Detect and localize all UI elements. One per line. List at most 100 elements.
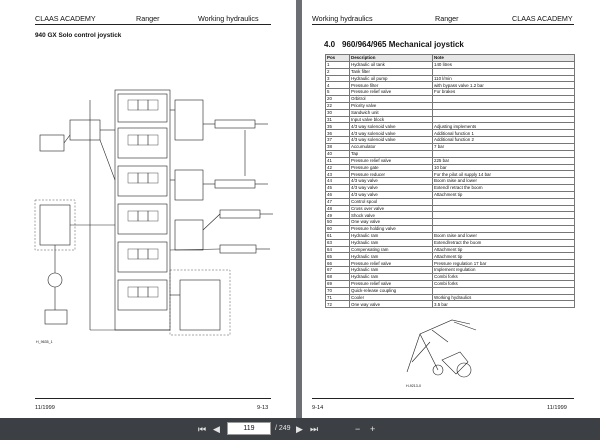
table-cell-pos: 63 <box>325 238 350 247</box>
table-cell-note: Boom raise and lower <box>432 231 575 240</box>
table-cell-description: One way valve <box>349 218 433 227</box>
table-cell-description: Pressure relief valve <box>349 279 433 288</box>
zoom-out-icon[interactable]: − <box>355 424 361 434</box>
table-cell-pos: 20 <box>325 95 350 103</box>
table-cell-pos: 38 <box>325 142 350 151</box>
header-rule <box>35 24 271 25</box>
table-cell-pos: 1 <box>325 60 350 69</box>
table-cell-pos: 44 <box>325 177 350 186</box>
table-cell-description: Pressure relief valve <box>349 259 433 268</box>
section-number: 4.0 <box>324 40 336 49</box>
section-title: 940 GX Solo control joystick <box>35 32 122 39</box>
table-cell-note: 225 bar <box>432 156 575 165</box>
header-brand: CLAAS ACADEMY <box>512 14 573 23</box>
table-cell-note: Working hydraulics <box>432 293 575 302</box>
table-cell-description: Cooler <box>349 293 433 302</box>
table-cell-pos: 70 <box>325 286 350 295</box>
table-cell-note <box>432 211 575 220</box>
table-cell-pos: 72 <box>325 300 350 309</box>
table-cell-pos: 5 <box>325 88 350 97</box>
table-cell-pos: 40 <box>325 149 350 158</box>
table-cell-note: with bypass valve 1.2 bar <box>432 81 575 90</box>
table-cell-note: For brakes <box>432 88 575 97</box>
table-header-row: Pos Description Note <box>325 54 575 62</box>
pdf-toolbar: ⏮ ◀ 119 / 249 ▶ ⏭ − + <box>0 418 600 440</box>
table-cell-note: Attachment tip <box>432 252 575 261</box>
table-cell-pos: 71 <box>325 293 350 302</box>
table-cell-pos: 65 <box>325 252 350 261</box>
table-cell-note: Additional function 2 <box>432 136 575 144</box>
next-page-button[interactable]: ▶ <box>296 424 303 434</box>
table-cell-description: Hydraulic ram <box>349 273 433 281</box>
table-header-description: Description <box>349 54 433 62</box>
table-cell-note: Combi forks <box>432 279 575 288</box>
table-cell-description: Hydraulic ram <box>349 266 433 274</box>
table-cell-pos: 31 <box>325 115 350 124</box>
table-cell-pos: 66 <box>325 259 350 268</box>
header-rule <box>312 24 574 25</box>
table-cell-pos: 36 <box>325 129 350 138</box>
table-cell-pos: 41 <box>325 156 350 165</box>
table-cell-description: Quick-release coupling <box>349 286 433 295</box>
table-header-note: Note <box>432 54 575 62</box>
table-header-pos: Pos <box>325 54 350 62</box>
zoom-in-icon[interactable]: + <box>370 424 376 434</box>
header-topic: Working hydraulics <box>198 14 259 23</box>
table-cell-note: For the pilot oil supply 14 bar <box>432 170 575 179</box>
table-cell-note <box>432 149 575 158</box>
header-model: Ranger <box>136 14 160 23</box>
table-cell-pos: 45 <box>325 184 350 192</box>
table-cell-note <box>432 204 575 213</box>
table-cell-pos: 43 <box>325 170 350 179</box>
table-cell-note: 140 litres <box>432 60 575 69</box>
table-cell-pos: 67 <box>325 266 350 274</box>
table-cell-pos: 30 <box>325 108 350 117</box>
table-cell-note: Combi forks <box>432 273 575 281</box>
table-cell-description: 4/3 way solenoid valve <box>349 129 433 138</box>
table-cell-note <box>432 108 575 117</box>
table-cell-pos: 49 <box>325 211 350 220</box>
table-cell-pos: 47 <box>325 197 350 206</box>
table-cell-description: 4/3 way solenoid valve <box>349 136 433 144</box>
header-topic: Working hydraulics <box>312 14 373 23</box>
page-number-input[interactable]: 119 <box>227 422 271 435</box>
table-cell-pos: 2 <box>325 67 350 76</box>
prev-page-button[interactable]: ◀ <box>213 424 220 434</box>
table-cell-description: Tank filter <box>349 67 433 76</box>
section-title: 960/964/965 Mechanical joystick <box>342 40 464 49</box>
last-page-button[interactable]: ⏭ <box>310 424 319 434</box>
table-cell-note: Implement regulation <box>432 266 575 274</box>
table-cell-note: Attachment tip <box>432 190 575 199</box>
table-cell-description: Hydraulic ram <box>349 252 433 261</box>
table-cell-description: Hydraulic ram <box>349 231 433 240</box>
table-cell-description: Compensating ram <box>349 245 433 254</box>
table-cell-pos: 4 <box>325 81 350 90</box>
table-cell-pos: 48 <box>325 204 350 213</box>
footer-date: 11/1999 <box>35 405 55 411</box>
table-cell-description: Input valve block <box>349 115 433 124</box>
table-cell-description: One way valve <box>349 300 433 309</box>
first-page-button[interactable]: ⏮ <box>198 424 207 434</box>
hydraulic-schematic <box>34 89 273 336</box>
table-cell-note: 3.5 bar <box>432 300 575 309</box>
footer-rule <box>312 398 574 399</box>
diagram-ref: H_9635_1 <box>36 340 53 344</box>
